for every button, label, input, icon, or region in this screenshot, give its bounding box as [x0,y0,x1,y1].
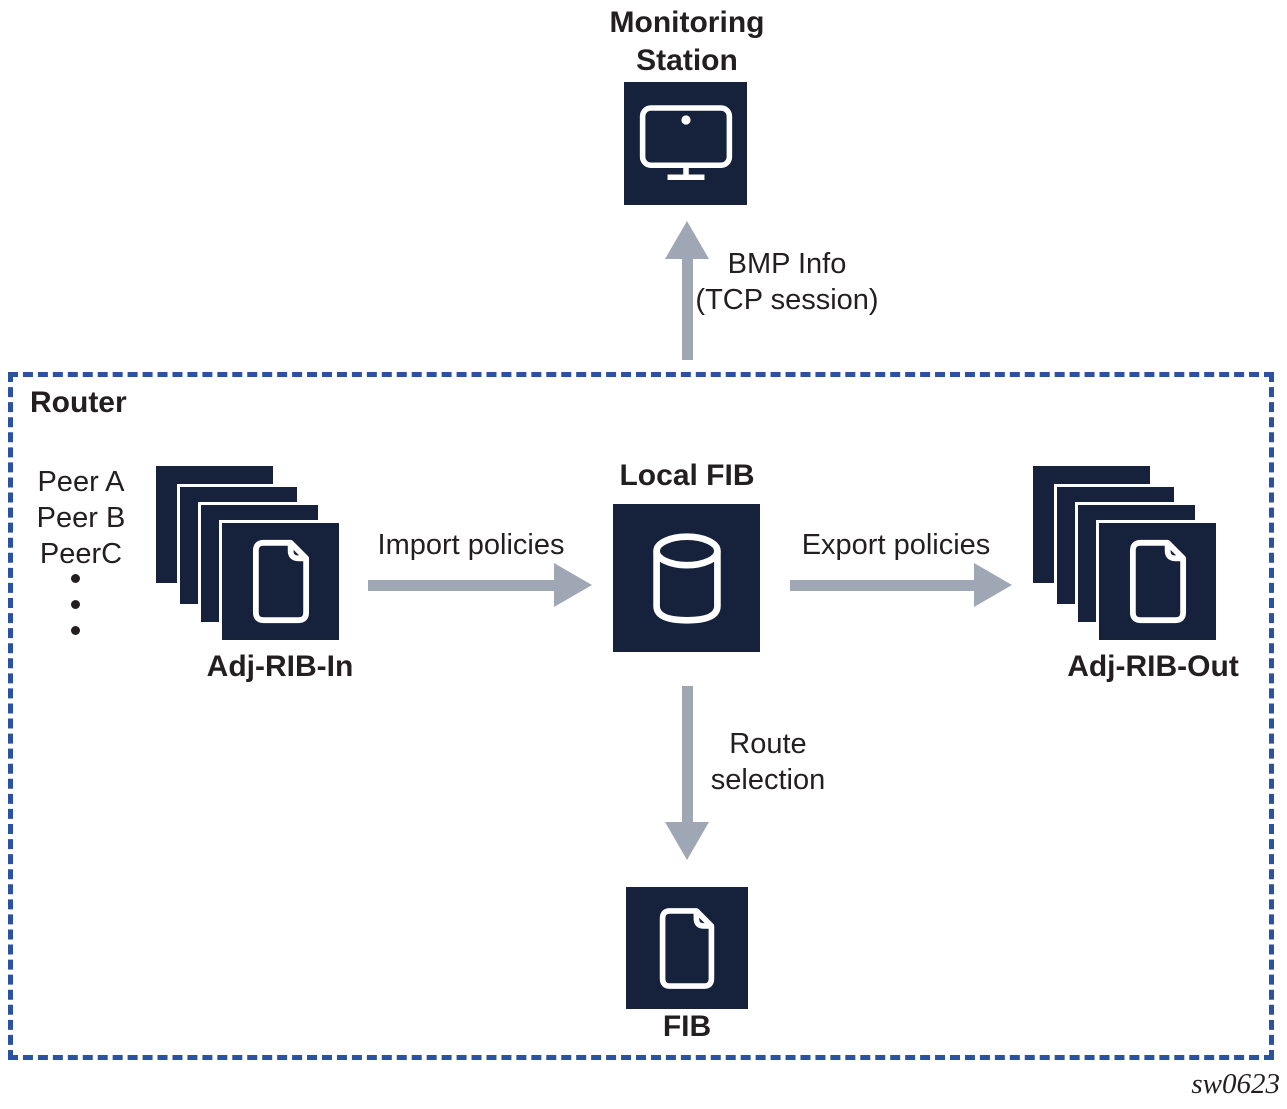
arrow-shaft [790,580,978,591]
router-title: Router [30,386,127,419]
bmp-info-label-line2: (TCP session) [695,284,879,316]
peer-item-b: Peer B [36,502,126,534]
monitoring-station-title-line2: Station [636,44,738,77]
adj-rib-in-label: Adj-RIB-In [206,650,354,683]
database-icon [647,531,727,626]
figure-code: sw0623 [1191,1068,1280,1100]
router-boundary [8,372,1274,1060]
arrow-head [554,563,592,607]
export-policies-arrow [790,563,1012,607]
monitoring-station-title: Monitoring Station [537,4,837,80]
ellipsis-dot [71,626,80,635]
local-fib-node [613,504,760,652]
route-selection-arrow [665,686,709,860]
stack-card-front [219,520,342,643]
arrow-shaft [682,686,693,826]
arrow-shaft [682,255,693,360]
arrow-head [665,822,709,860]
route-selection-label: Route selection [688,726,848,798]
arrow-head [665,221,709,259]
ellipsis-dot [71,574,80,583]
fib-label: FIB [662,1010,712,1043]
import-policies-label: Import policies [377,529,565,561]
route-selection-label-line2: selection [710,764,826,796]
adj-rib-in-stack [156,466,342,643]
monitor-icon [638,103,734,185]
adj-rib-out-label: Adj-RIB-Out [1067,650,1239,683]
peer-item-c: PeerC [39,538,123,570]
monitoring-station-node [624,82,747,205]
bmp-info-label: BMP Info (TCP session) [647,246,927,318]
document-icon [1126,538,1190,625]
bmp-info-label-line1: BMP Info [727,248,847,280]
local-fib-label: Local FIB [619,459,755,492]
route-selection-label-line1: Route [729,728,807,760]
arrow-shaft [368,580,558,591]
monitoring-station-title-line1: Monitoring [609,6,765,39]
bmp-info-arrow [665,221,709,360]
export-policies-label: Export policies [801,529,991,561]
peer-item-a: Peer A [37,466,125,498]
peer-list: Peer A Peer B PeerC [22,464,140,572]
import-policies-arrow [368,563,592,607]
fib-node [626,887,748,1009]
document-icon [656,906,718,991]
arrow-head [974,563,1012,607]
stack-card-front [1096,520,1219,643]
document-icon [249,538,313,625]
ellipsis-dot [71,600,80,609]
adj-rib-out-stack [1033,466,1219,643]
